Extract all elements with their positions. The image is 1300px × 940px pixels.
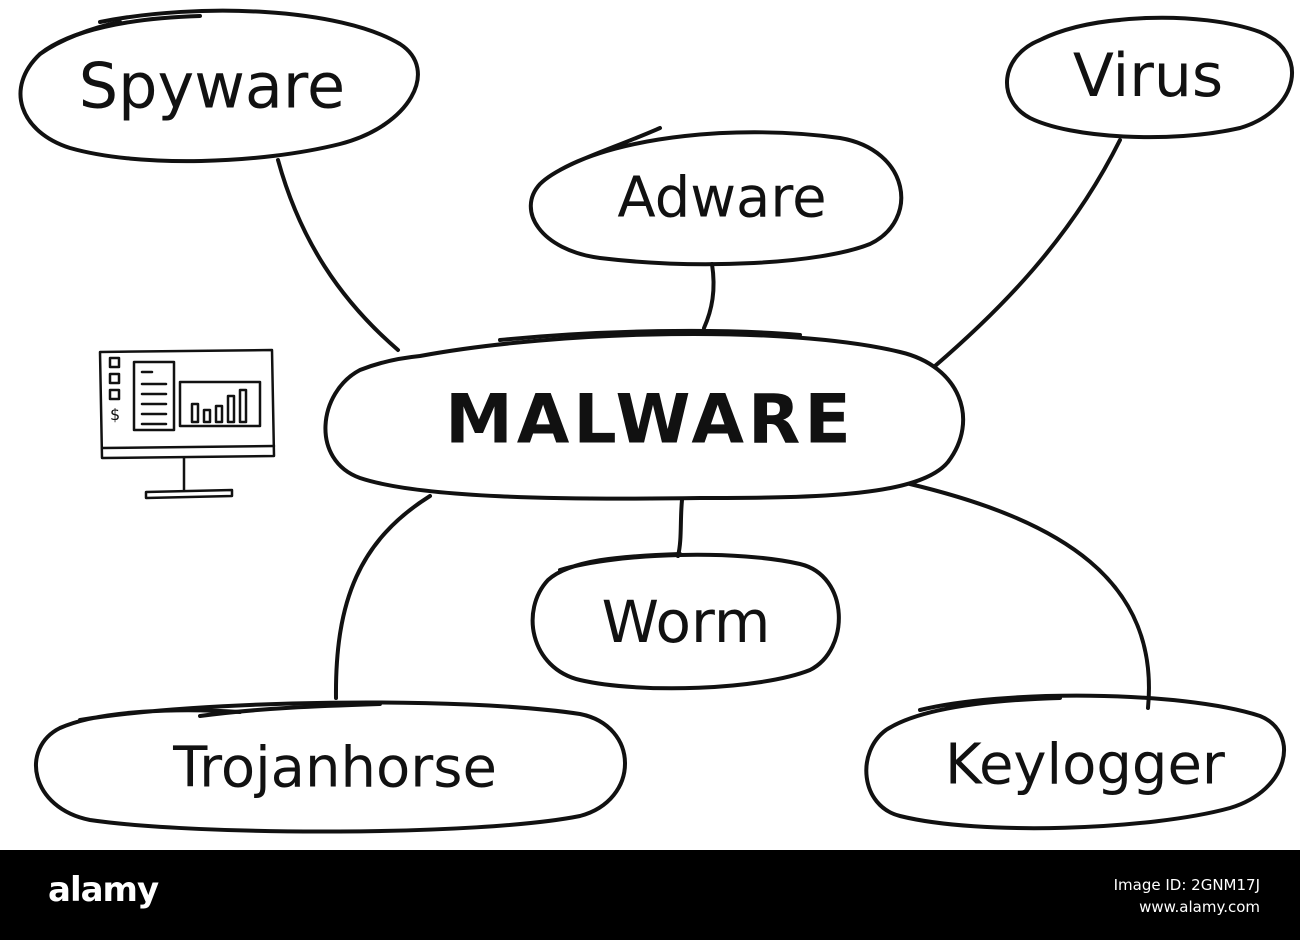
node-keylogger: Keylogger bbox=[864, 693, 1286, 831]
mind-map-edges bbox=[276, 138, 1151, 710]
node-virus: Virus bbox=[1005, 15, 1295, 140]
node-label-adware: Adware bbox=[617, 166, 826, 231]
computer-monitor-icon: $ bbox=[98, 348, 276, 500]
image-id-text: Image ID: 2GNM17J bbox=[1113, 876, 1260, 894]
node-worm: Worm bbox=[530, 552, 841, 691]
node-label-worm: Worm bbox=[602, 588, 771, 656]
malware-mind-map: MALWARE Spyware Adware Virus Worm Trojan… bbox=[18, 8, 1295, 834]
alamy-logo: alamy bbox=[48, 870, 159, 910]
site-url-text: www.alamy.com bbox=[1139, 898, 1260, 916]
edge-virus bbox=[933, 138, 1122, 368]
image-id-block: Image ID: 2GNM17J www.alamy.com bbox=[1114, 874, 1260, 918]
node-adware: Adware bbox=[528, 126, 904, 267]
stock-footer-bar: alamy Image ID: 2GNM17J www.alamy.com bbox=[0, 850, 1300, 940]
node-label-spyware: Spyware bbox=[79, 50, 345, 123]
node-label-virus: Virus bbox=[1073, 41, 1223, 111]
node-spyware: Spyware bbox=[18, 8, 420, 164]
node-label-malware: MALWARE bbox=[445, 381, 855, 460]
node-label-keylogger: Keylogger bbox=[945, 733, 1226, 798]
edge-spyware bbox=[276, 158, 400, 352]
node-center-malware: MALWARE bbox=[323, 328, 965, 501]
edge-worm bbox=[676, 498, 684, 558]
edge-keylogger bbox=[908, 482, 1151, 710]
node-trojan: Trojanhorse bbox=[34, 700, 627, 834]
edge-adware bbox=[702, 262, 716, 330]
node-label-trojan: Trojanhorse bbox=[172, 736, 497, 801]
svg-text:$: $ bbox=[110, 405, 120, 424]
edge-trojan bbox=[333, 494, 432, 700]
